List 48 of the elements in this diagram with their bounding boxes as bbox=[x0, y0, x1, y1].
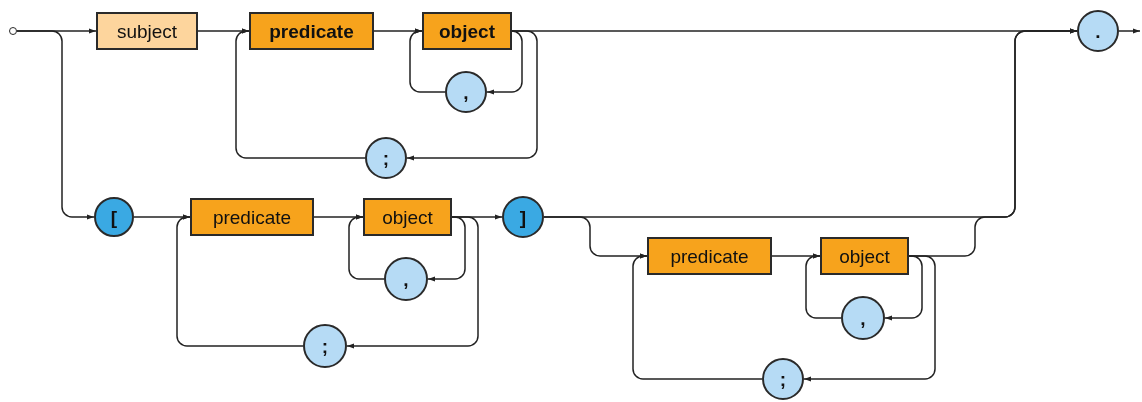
arrow bbox=[346, 216, 479, 349]
arrow bbox=[235, 28, 366, 159]
punctuation-symbol: , bbox=[403, 269, 409, 289]
punctuation-symbol: , bbox=[860, 308, 866, 328]
punctuation-symbol: ; bbox=[779, 369, 787, 389]
nonterminal-box bbox=[363, 198, 452, 236]
rule-name: object bbox=[439, 21, 495, 41]
terminal-circle bbox=[1077, 10, 1119, 52]
rule-name: object bbox=[839, 246, 890, 266]
terminal-circle bbox=[502, 196, 544, 238]
start-marker bbox=[9, 27, 17, 35]
arrow bbox=[884, 255, 923, 321]
arrow bbox=[486, 30, 523, 95]
nonterminal-box bbox=[249, 12, 374, 50]
nonterminal-box bbox=[647, 237, 772, 275]
punctuation-symbol: ; bbox=[382, 148, 390, 168]
arrow bbox=[427, 216, 466, 282]
terminal-circle bbox=[445, 71, 487, 113]
arrow bbox=[176, 214, 304, 347]
punctuation-symbol: ] bbox=[519, 207, 527, 227]
nonterminal-box bbox=[820, 237, 909, 275]
arrow bbox=[632, 253, 763, 380]
arrow bbox=[1118, 28, 1141, 34]
terminal-circle bbox=[762, 358, 804, 400]
arrow bbox=[16, 30, 95, 220]
terminal-circle bbox=[384, 257, 428, 301]
nonterminal-box bbox=[422, 12, 512, 50]
punctuation-symbol: , bbox=[463, 82, 469, 102]
arrow bbox=[805, 253, 842, 319]
nonterminal-box bbox=[96, 12, 198, 50]
punctuation-symbol: . bbox=[1095, 21, 1101, 41]
terminal-circle bbox=[365, 137, 407, 179]
rule-name: predicate bbox=[269, 21, 354, 41]
arrow bbox=[348, 214, 385, 280]
punctuation-symbol: [ bbox=[110, 207, 118, 227]
terminal-circle bbox=[94, 197, 134, 237]
terminal-circle bbox=[303, 324, 347, 368]
rule-name: subject bbox=[116, 21, 178, 41]
nonterminal-box bbox=[190, 198, 314, 236]
rule-name: predicate bbox=[670, 246, 749, 266]
punctuation-symbol: ; bbox=[321, 336, 329, 356]
arrow bbox=[451, 214, 503, 220]
rule-name: predicate bbox=[212, 207, 292, 227]
arrow bbox=[406, 30, 538, 161]
rule-name: object bbox=[382, 207, 433, 227]
terminal-circle bbox=[841, 296, 885, 340]
arrow bbox=[409, 28, 446, 93]
arrow bbox=[803, 255, 936, 382]
